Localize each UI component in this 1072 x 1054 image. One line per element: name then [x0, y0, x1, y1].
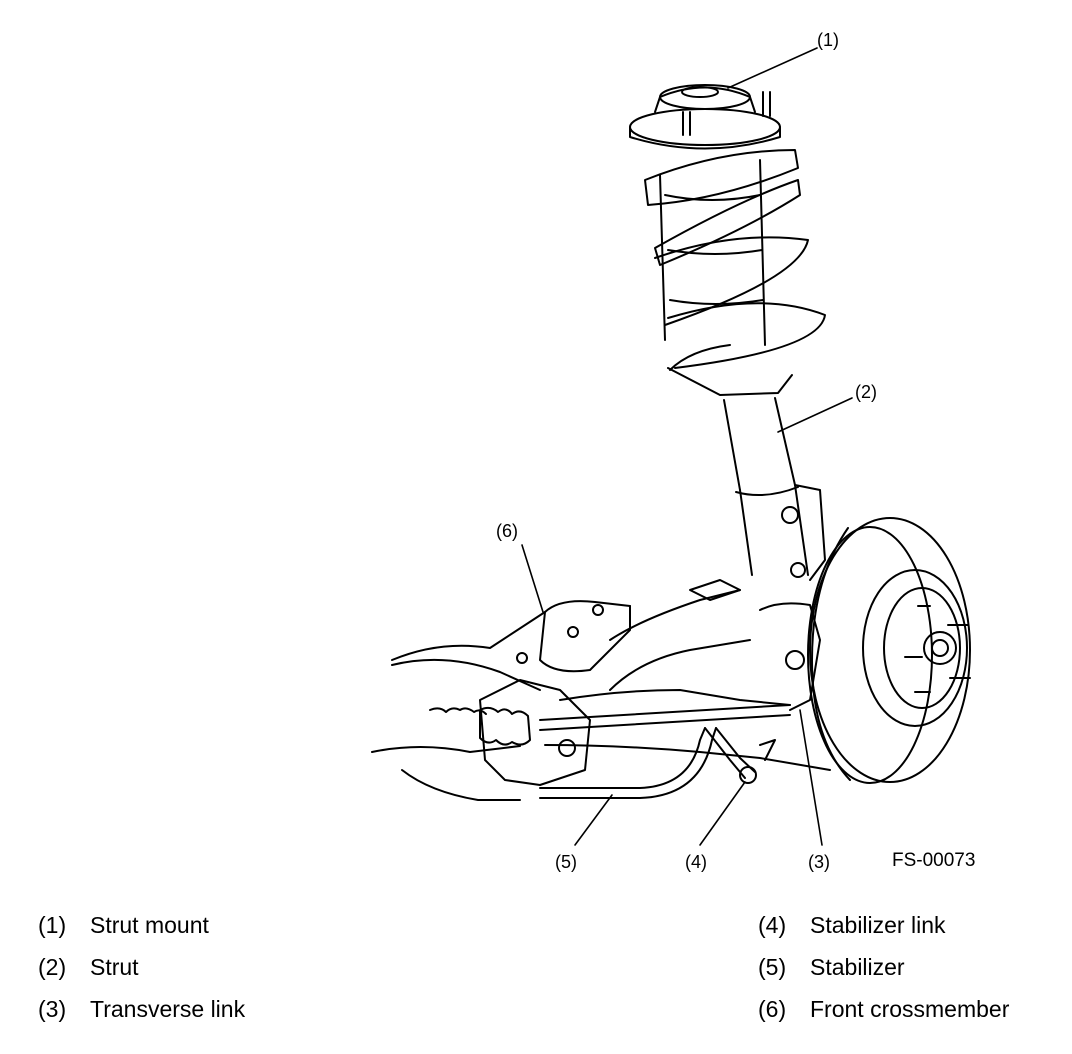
strut-mount [629, 84, 781, 150]
legend-num: (3) [38, 996, 67, 1022]
callout-5: (5) [555, 852, 577, 872]
brake-disc [759, 517, 971, 784]
suspension-diagram: (1) (2) (6) (5) (4) (3) FS-00073 [371, 30, 975, 872]
legend-num: (1) [38, 912, 67, 938]
legend-label: Strut mount [90, 912, 209, 938]
legend-label: Stabilizer link [810, 912, 946, 938]
legend-label: Transverse link [90, 996, 246, 1022]
callout-4: (4) [685, 852, 707, 872]
legend: (1) Strut mount (2) Strut (3) Transverse… [0, 905, 1072, 1045]
legend-num: (4) [758, 912, 787, 938]
legend-num: (2) [38, 954, 67, 980]
figure-id: FS-00073 [892, 850, 975, 871]
strut [667, 367, 826, 581]
legend-num: (6) [758, 996, 787, 1022]
coil-spring [644, 149, 826, 371]
callout-6: (6) [496, 521, 518, 541]
front-crossmember [371, 600, 631, 801]
legend-num: (5) [758, 954, 787, 980]
stabilizer-link [704, 727, 776, 784]
legend-label: Strut [90, 954, 139, 980]
leader-lines [521, 47, 853, 846]
transverse-link [544, 579, 831, 771]
callout-3: (3) [808, 852, 830, 872]
stabilizer-bar [479, 704, 791, 799]
legend-label: Front crossmember [810, 996, 1010, 1022]
legend-label: Stabilizer [810, 954, 905, 980]
callout-2: (2) [855, 382, 877, 402]
callout-1: (1) [817, 30, 839, 50]
